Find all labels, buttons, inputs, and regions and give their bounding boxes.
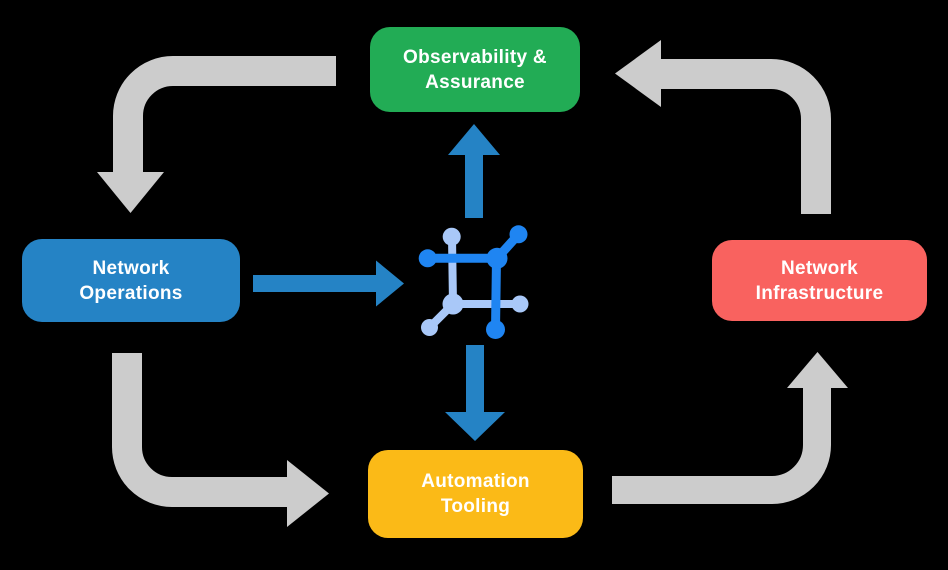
arrow-center-to-observability	[448, 124, 500, 218]
icon-bottom-left-junction	[442, 293, 464, 315]
icon-bottom-node	[486, 320, 505, 339]
icon-left-edge	[448, 233, 457, 308]
icon-bottom-left-node	[421, 319, 438, 336]
node-label-line: Infrastructure	[755, 282, 884, 304]
arrow-shaft	[612, 388, 831, 504]
icon-right-node	[511, 295, 529, 313]
icon-dark-strokes	[418, 225, 528, 339]
arrow-center-to-tooling	[445, 345, 505, 441]
arrow-head	[97, 172, 164, 213]
node-automation-tooling: Automation Tooling	[368, 450, 583, 538]
arrow-shaft	[661, 59, 831, 214]
arrow-shaft	[113, 56, 336, 173]
network-automation-icon	[418, 225, 529, 339]
icon-top-right-node	[509, 225, 528, 244]
arrow-operations-to-tooling	[112, 353, 329, 527]
arrow-head	[287, 460, 329, 527]
node-label-line: Automation	[421, 471, 530, 492]
arrow-operations-to-center	[253, 260, 404, 307]
arrow-head	[615, 40, 661, 107]
arrow-observability-to-operations	[97, 56, 336, 213]
icon-left-node	[418, 249, 437, 268]
arrow-head	[787, 352, 848, 388]
arrow-tooling-to-infrastructure	[612, 352, 848, 504]
node-label-line: Observability &	[403, 46, 547, 68]
node-label-line: Operations	[79, 282, 183, 304]
node-network-infrastructure: Network Infrastructure	[712, 240, 927, 321]
icon-light-strokes	[421, 227, 529, 336]
icon-right-edge	[491, 253, 501, 334]
icon-top-node	[442, 227, 461, 246]
node-observability-assurance: Observability & Assurance	[370, 27, 580, 112]
node-label-line: Network	[92, 257, 170, 279]
node-label-line: Network	[780, 257, 859, 279]
icon-top-right-junction	[486, 247, 508, 269]
node-label-line: Tooling	[440, 496, 511, 517]
node-network-operations: Network Operations	[22, 239, 240, 322]
arrow-infrastructure-to-observability	[615, 40, 831, 214]
node-label-line: Assurance	[425, 71, 525, 93]
arrow-shaft	[112, 353, 288, 507]
